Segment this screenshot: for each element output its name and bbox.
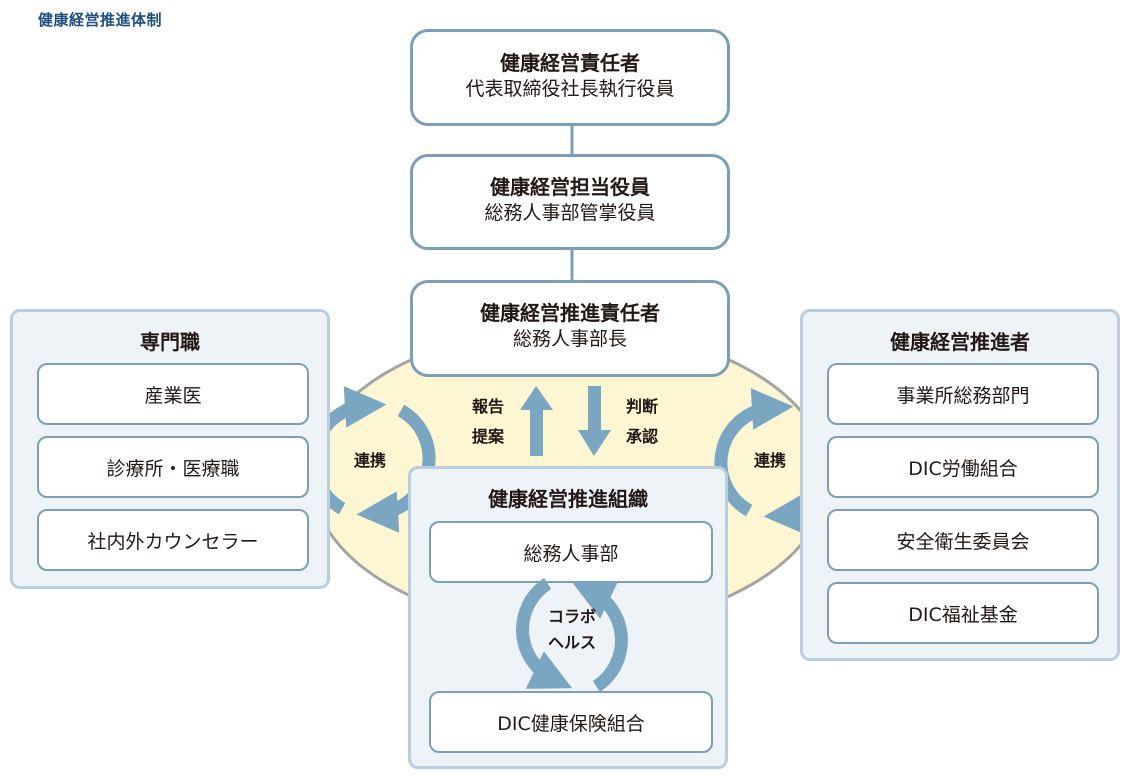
page-title: 健康経営推進体制 xyxy=(38,11,163,29)
panel-title: 健康経営推進者 xyxy=(890,330,1030,354)
report-up-arrow xyxy=(520,386,553,456)
specialist-item: 社内外カウンセラー xyxy=(37,509,309,571)
org-item: 総務人事部 xyxy=(429,521,713,583)
box-subtitle: 総務人事部長 xyxy=(512,328,627,350)
approval-label-line: 承認 xyxy=(625,427,658,446)
judgment-down-arrow xyxy=(578,386,611,456)
report-label: 報告 提案 xyxy=(466,392,510,452)
judgment-label-line: 判断 xyxy=(625,397,658,416)
health-management-officer-box: 健康経営責任者 代表取締役社長執行役員 xyxy=(410,29,730,126)
promotion-organization-panel: 健康経営推進組織 総務人事部 DIC健康保険組合 xyxy=(408,466,728,769)
specialist-item: 産業医 xyxy=(37,363,309,425)
box-title: 健康経営責任者 xyxy=(500,51,640,75)
panel-title: 専門職 xyxy=(140,330,200,354)
health-management-executive-box: 健康経営担当役員 総務人事部管掌役員 xyxy=(410,154,730,250)
left-link-label: 連携 xyxy=(353,451,386,470)
panel-title: 健康経営推進組織 xyxy=(488,487,648,511)
box-title: 健康経営推進責任者 xyxy=(480,301,660,325)
specialists-panel: 専門職 産業医 診療所・医療職 社内外カウンセラー xyxy=(10,309,330,589)
promoters-panel: 健康経営推進者 事業所総務部門 DIC労働組合 安全衛生委員会 DIC福祉基金 xyxy=(800,309,1120,661)
promoter-item: DIC労働組合 xyxy=(827,436,1099,498)
judgment-label: 判断 承認 xyxy=(620,392,664,452)
collab-label-line: コラボ xyxy=(547,607,596,626)
box-subtitle: 総務人事部管掌役員 xyxy=(484,202,656,224)
org-item: DIC健康保険組合 xyxy=(429,691,713,753)
report-label-line: 報告 xyxy=(471,397,504,416)
proposal-label-line: 提案 xyxy=(471,427,504,446)
box-title: 健康経営担当役員 xyxy=(490,175,650,199)
specialist-item: 診療所・医療職 xyxy=(37,436,309,498)
promoter-item: 安全衛生委員会 xyxy=(827,509,1099,571)
right-link-label: 連携 xyxy=(753,451,786,470)
collab-health-label: コラボ ヘルス xyxy=(534,604,610,656)
health-label-line: ヘルス xyxy=(547,633,596,652)
promotion-leader-box: 健康経営推進責任者 総務人事部長 xyxy=(410,280,730,377)
promoter-item: DIC福祉基金 xyxy=(827,582,1099,644)
promoter-item: 事業所総務部門 xyxy=(827,363,1099,425)
box-subtitle: 代表取締役社長執行役員 xyxy=(465,78,675,100)
